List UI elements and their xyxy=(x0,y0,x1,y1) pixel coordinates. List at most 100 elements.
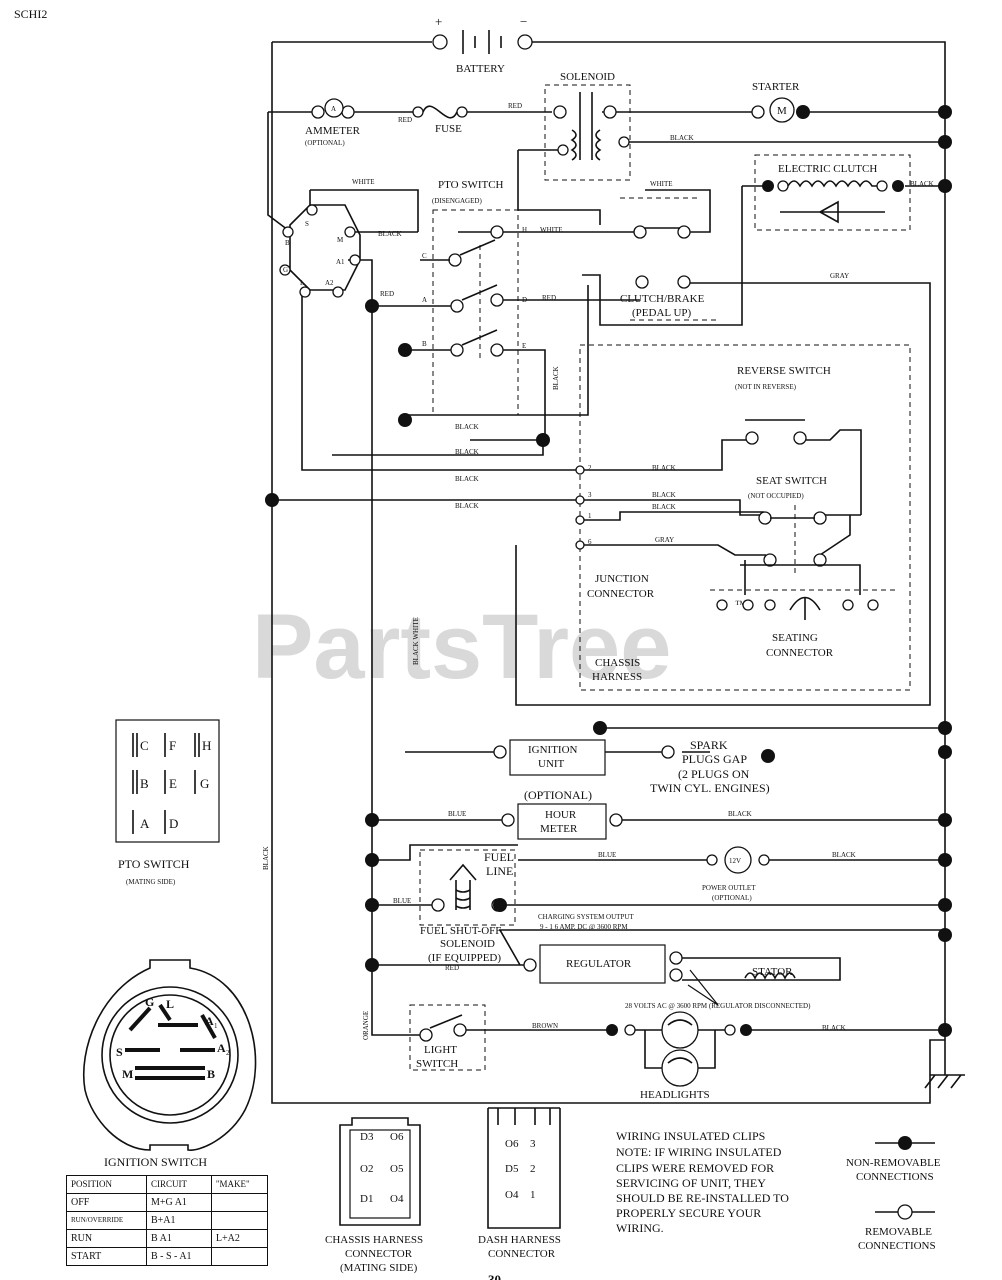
clips-note-2: NOTE: IF WIRING INSULATED xyxy=(616,1145,782,1159)
ignition-switch-schematic: S M B A1 G L A2 WHITE BLACK RED xyxy=(279,178,418,298)
ign-face-m: M xyxy=(122,1067,133,1081)
fuel-line-label-2: LINE xyxy=(486,864,513,878)
power-outlet-label: POWER OUTLET xyxy=(702,884,756,892)
chassis-conn-label-1: CHASSIS HARNESS xyxy=(325,1234,423,1246)
headlights: HEADLIGHTS xyxy=(606,1011,752,1101)
wire-label-black: BLACK xyxy=(652,464,676,472)
starter: STARTER M xyxy=(751,81,810,123)
pto-mating-c: C xyxy=(140,738,149,753)
starter-symbol: M xyxy=(777,105,787,117)
fuel-solenoid-label-1: FUEL SHUT-OFF xyxy=(420,925,501,937)
dash-conn-label-1: DASH HARNESS xyxy=(478,1234,561,1246)
dash-pin-1: 1 xyxy=(530,1189,536,1201)
wire-label-black: BLACK xyxy=(455,475,479,483)
junction-pin-6: 6 xyxy=(588,538,592,546)
pto-switch-sub: (DISENGAGED) xyxy=(432,197,482,205)
clips-note: WIRING INSULATED CLIPS NOTE: IF WIRING I… xyxy=(616,1129,789,1235)
wire-label-black: BLACK xyxy=(378,230,402,238)
pto-mating-title: PTO SWITCH xyxy=(118,857,190,871)
pto-mating-a: A xyxy=(140,816,150,831)
pto-mating-side: C F H B E G A D PTO SWITCH (MATING SIDE) xyxy=(115,719,220,886)
page-code: SCHI2 xyxy=(14,7,47,21)
ign-face-s: S xyxy=(116,1045,123,1059)
wire-label-gray: GRAY xyxy=(655,536,674,544)
fuel-solenoid-label-3: (IF EQUIPPED) xyxy=(428,952,501,964)
pto-term-a: A xyxy=(422,296,427,304)
table-cell: OFF xyxy=(66,1193,147,1212)
chassis-pin-o6: O6 xyxy=(390,1131,404,1143)
light-switch: ORANGE LIGHT SWITCH BROWN BLACK xyxy=(362,1011,846,1070)
dash-pin-3: 3 xyxy=(530,1138,536,1150)
stator-volts: 28 VOLTS AC @ 3600 RPM (REGULATOR DISCON… xyxy=(625,1002,811,1010)
junction-pin-3: 3 xyxy=(588,491,592,499)
power-outlet-sub: (OPTIONAL) xyxy=(712,894,752,902)
dash-pin-o4: O4 xyxy=(505,1189,519,1201)
ignition-unit-label-1: IGNITION xyxy=(528,744,578,756)
table-cell: B+A1 xyxy=(146,1211,212,1230)
ground-bus-dots xyxy=(924,105,965,1089)
ignition-table: POSITION CIRCUIT "MAKE" OFF M+G A1 RUN/O… xyxy=(66,1175,269,1266)
wire-label-black: BLACK xyxy=(670,134,694,142)
ign-term-m: M xyxy=(337,236,344,244)
mid-wire-labels: BLACK BLACK BLACK BLACK BLACK BLACK BLAC… xyxy=(262,423,676,870)
pto-mating-d: D xyxy=(169,816,178,831)
dash-pin-2: 2 xyxy=(530,1163,536,1175)
hour-meter-opt: (OPTIONAL) xyxy=(524,788,592,802)
ignition-switch-title: IGNITION SWITCH xyxy=(104,1155,207,1169)
dash-pin-d5: D5 xyxy=(505,1163,519,1175)
reverse-switch: REVERSE SWITCH (NOT IN REVERSE) xyxy=(735,365,831,445)
table-row: RUN B A1 L+A2 xyxy=(66,1229,269,1248)
seating-connector-label-2: CONNECTOR xyxy=(766,647,834,659)
clips-note-1: WIRING INSULATED CLIPS xyxy=(616,1129,765,1143)
hour-meter-label-2: METER xyxy=(540,823,578,835)
solenoid: SOLENOID BLACK xyxy=(553,71,694,161)
spark-plugs-line-3: (2 PLUGS ON xyxy=(678,767,750,781)
pto-mating-b: B xyxy=(140,776,149,791)
clips-note-3: CLIPS WERE REMOVED FOR xyxy=(616,1161,774,1175)
watermark-tm: ™ xyxy=(735,599,746,611)
fuel-solenoid-label-2: SOLENOID xyxy=(440,938,495,950)
seating-connector-label-1: SEATING xyxy=(772,632,818,644)
connections-legend: NON-REMOVABLE CONNECTIONS REMOVABLE CONN… xyxy=(846,1136,941,1252)
spark-plugs-line-4: TWIN CYL. ENGINES) xyxy=(650,781,770,795)
battery-label: BATTERY xyxy=(456,63,505,75)
chassis-pin-o5: O5 xyxy=(390,1163,404,1175)
pto-term-e: E xyxy=(522,342,526,350)
clutch-brake-label: CLUTCH/BRAKE xyxy=(620,293,705,305)
headlights-label: HEADLIGHTS xyxy=(640,1089,710,1101)
ign-term-b: B xyxy=(285,239,290,247)
pto-mating-h: H xyxy=(202,738,211,753)
battery: + − BATTERY xyxy=(432,14,533,75)
spark-plugs-line-2: PLUGS GAP xyxy=(682,752,747,766)
solenoid-label: SOLENOID xyxy=(560,71,615,83)
chassis-pin-o4: O4 xyxy=(390,1193,404,1205)
wire-label-white: WHITE xyxy=(650,180,673,188)
ign-face-b: B xyxy=(207,1067,215,1081)
ammeter-sub: (OPTIONAL) xyxy=(305,139,345,147)
ign-face-a: A xyxy=(205,1014,214,1028)
seating-connector: SEATING CONNECTOR xyxy=(716,596,879,659)
wire-label-white: WHITE xyxy=(540,226,563,234)
pto-switch-title: PTO SWITCH xyxy=(438,179,504,191)
hour-meter: (OPTIONAL) HOUR METER BLUE BLACK xyxy=(365,788,752,840)
page-number: 30 xyxy=(488,1272,501,1280)
charging-label-1: CHARGING SYSTEM OUTPUT xyxy=(538,913,634,921)
table-cell: B - S - A1 xyxy=(146,1247,212,1266)
dash-harness-connector: O6 3 D5 2 O4 1 DASH HARNESS CONNECTOR xyxy=(478,1107,561,1260)
wire-label-black: BLACK xyxy=(832,851,856,859)
wire-label-blue: BLUE xyxy=(393,897,411,905)
seat-switch-label: SEAT SWITCH xyxy=(756,475,827,487)
seat-switch-sub: (NOT OCCUPIED) xyxy=(748,492,804,500)
junction-label-1: JUNCTION xyxy=(595,573,649,585)
pto-term-c: C xyxy=(422,252,427,260)
electric-clutch: ELECTRIC CLUTCH BLACK xyxy=(762,163,934,224)
wire-label-red: RED xyxy=(398,116,412,124)
table-cell: RUN/OVERRIDE xyxy=(66,1211,147,1230)
wire-label-red: RED xyxy=(445,964,459,972)
stator-label: STATOR xyxy=(752,966,793,978)
pto-mating-f: F xyxy=(169,738,176,753)
wire-label-gray: GRAY xyxy=(830,272,849,280)
regulator-label: REGULATOR xyxy=(566,958,632,970)
wire-label-orange: ORANGE xyxy=(362,1011,370,1040)
light-switch-label-2: SWITCH xyxy=(416,1058,458,1070)
